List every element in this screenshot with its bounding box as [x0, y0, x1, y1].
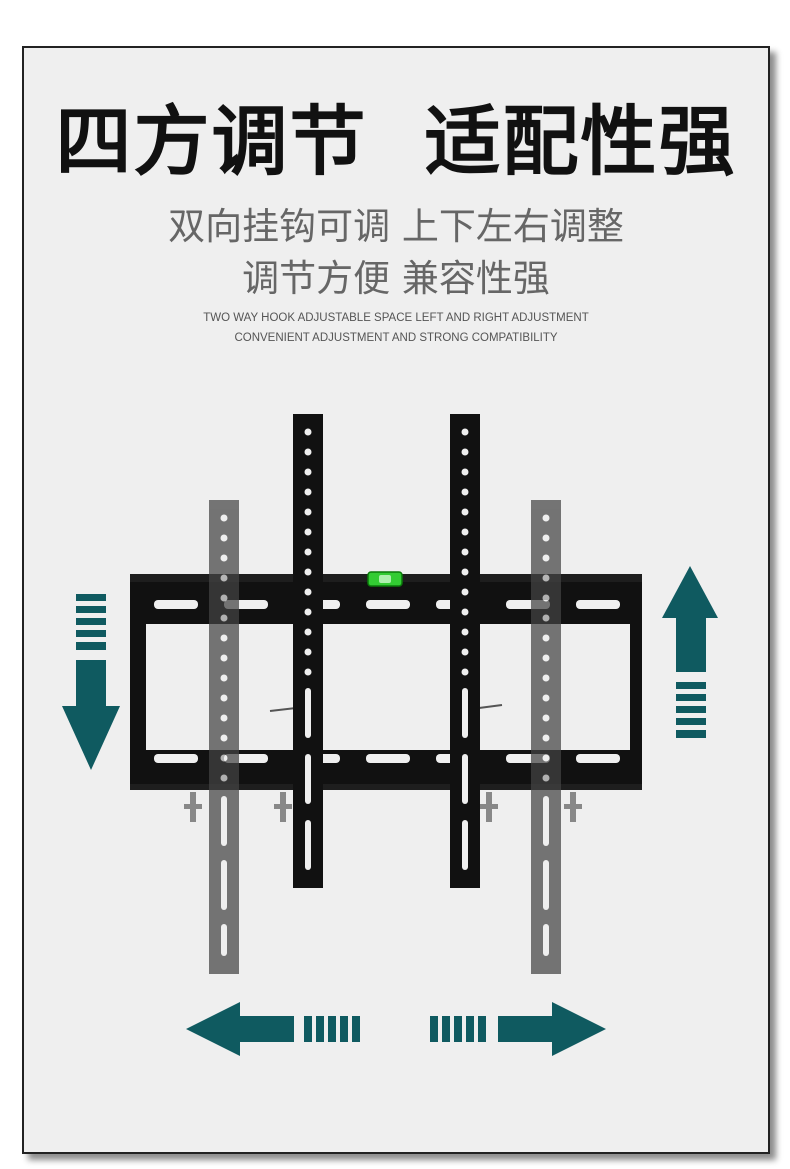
product-card: 四方调节 适配性强 双向挂钩可调 上下左右调整 调节方便 兼容性强 TWO WA… [22, 46, 770, 1154]
english-line-2: CONVENIENT ADJUSTMENT AND STRONG COMPATI… [234, 332, 558, 344]
english-line-1: TWO WAY HOOK ADJUSTABLE SPACE LEFT AND R… [203, 312, 589, 324]
subline-2: 调节方便 兼容性强 [242, 257, 550, 300]
mount-frame [130, 574, 642, 790]
tv-mount-illustration [62, 414, 718, 1056]
arrow-down-icon [62, 594, 120, 770]
subline-1: 双向挂钩可调 上下左右调整 [168, 205, 624, 248]
arrow-up-icon [662, 566, 718, 738]
inner-brackets [293, 414, 480, 888]
bubble-level-icon [367, 571, 403, 587]
arrow-left-icon [186, 1002, 360, 1056]
ghost-brackets [209, 500, 561, 974]
arrow-right-icon [430, 1002, 606, 1056]
headline: 四方调节 适配性强 [55, 97, 737, 186]
mounting-bolts [184, 792, 582, 822]
